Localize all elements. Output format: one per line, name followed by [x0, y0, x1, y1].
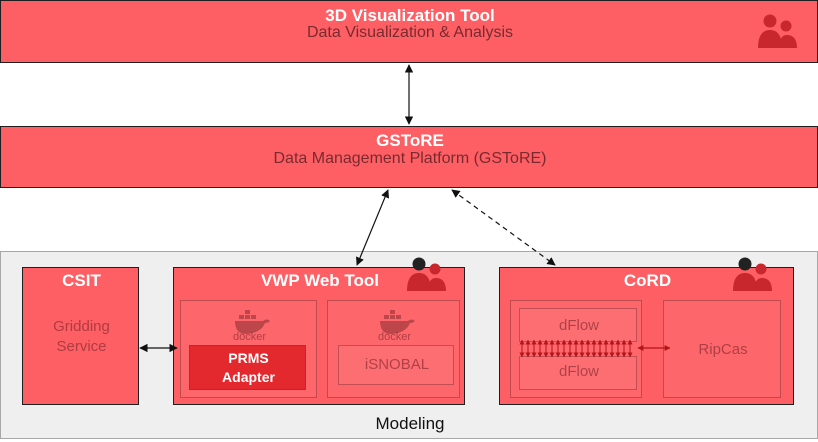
- dflow-bottom-label: dFlow: [558, 363, 599, 380]
- gstore-cord-connector: [451, 189, 556, 266]
- dflow-coupling-arrows: [519, 339, 633, 358]
- docker-label-right: docker: [377, 331, 412, 343]
- prms-adapter-box: PRMS Adapter: [189, 345, 306, 390]
- dflow-top-label: dFlow: [558, 317, 599, 334]
- isnobal-docker-panel: docker iSNOBAL: [327, 300, 460, 398]
- gstore-title: GSToRE: [376, 131, 444, 150]
- users-icon: [758, 14, 797, 48]
- isnobal-label: iSNOBAL: [364, 356, 430, 373]
- visualization-tool-subtitle: Data Visualization & Analysis: [306, 24, 514, 41]
- gstore-box: GSToRE Data Management Platform (GSToRE): [0, 126, 818, 188]
- ripcas-panel: RipCas: [663, 300, 781, 398]
- docker-whale-icon: [235, 310, 270, 334]
- gstore-subtitle: Data Management Platform (GSToRE): [273, 150, 547, 167]
- vwp-web-tool-box: VWP Web Tool docker PRMS Adapter docker …: [173, 257, 465, 405]
- vwp-title: VWP Web Tool: [260, 271, 380, 290]
- users-icon: [733, 257, 772, 291]
- visualization-tool-title: 3D Visualization Tool: [325, 6, 495, 25]
- prms-adapter-label: PRMS Adapter: [222, 350, 275, 385]
- csit-box: CSIT Gridding Service: [22, 267, 139, 405]
- cord-title: CoRD: [623, 271, 672, 290]
- csit-title: CSIT: [62, 271, 101, 290]
- isnobal-box: iSNOBAL: [338, 345, 454, 385]
- gstore-vwp-connector: [356, 189, 389, 266]
- modeling-label: Modeling: [375, 414, 445, 433]
- docker-label-left: docker: [232, 331, 267, 343]
- ripcas-label: RipCas: [698, 341, 748, 358]
- dflow-top-box: dFlow: [519, 308, 637, 342]
- users-icon: [407, 257, 446, 291]
- docker-whale-icon: [380, 310, 415, 334]
- gridding-service-label: Gridding Service: [53, 318, 110, 355]
- visualization-tool-box: 3D Visualization Tool Data Visualization…: [0, 0, 818, 63]
